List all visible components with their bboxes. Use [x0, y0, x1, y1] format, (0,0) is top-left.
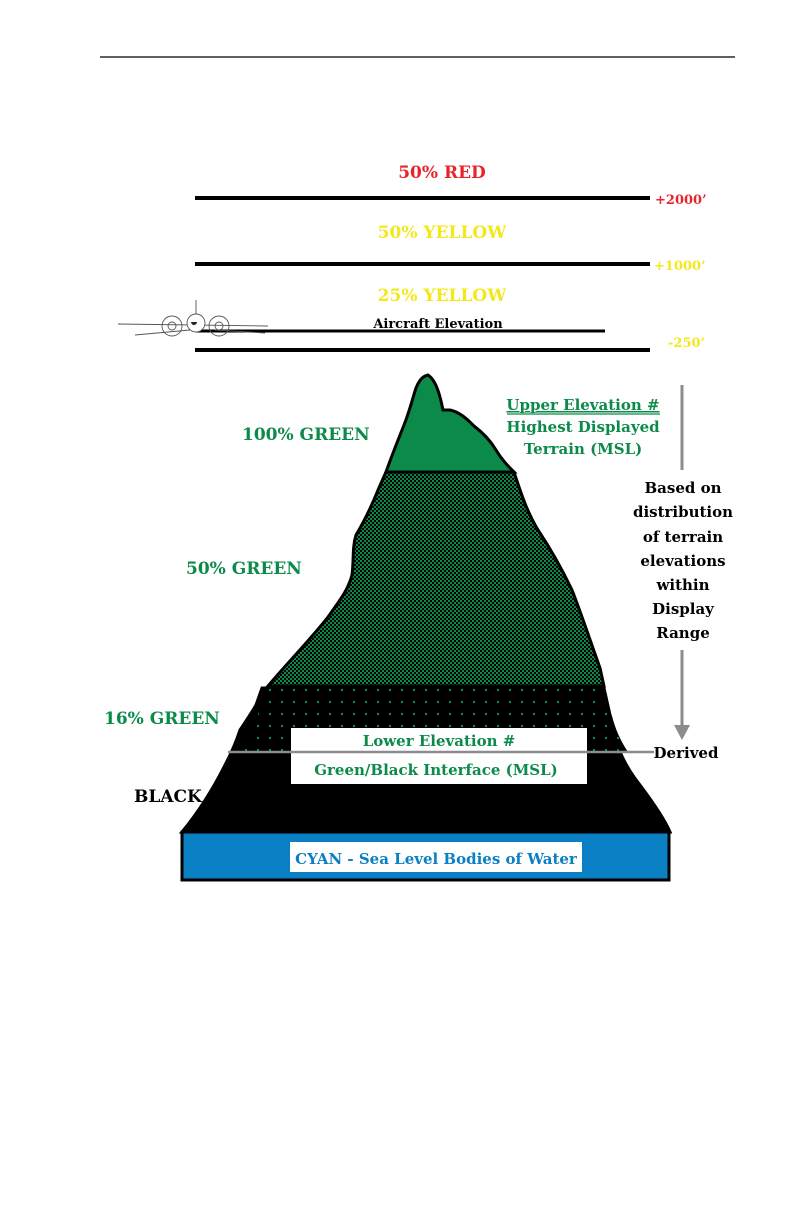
yellow25-zone-label: 25% YELLOW: [378, 286, 508, 306]
based-on-text: Based on distribution of terrain elevati…: [633, 479, 733, 642]
lower-elevation-box: [291, 728, 587, 784]
minus250-label: -250’: [668, 336, 705, 351]
range-arrow-head: [674, 725, 690, 740]
red-zone-label: 50% RED: [398, 163, 486, 183]
plus1000-label: +1000’: [654, 259, 706, 274]
derived-label: Derived: [654, 744, 719, 762]
green50-label: 50% GREEN: [186, 559, 302, 579]
yellow50-zone-label: 50% YELLOW: [378, 223, 508, 243]
based-on-line: Based on: [644, 479, 721, 497]
plus2000-label: +2000’: [655, 193, 707, 208]
upper-elevation-title: Upper Elevation #: [506, 396, 659, 414]
aircraft-elevation-label: Aircraft Elevation: [372, 317, 503, 332]
mountain-50-green-zone: [264, 470, 606, 688]
based-on-line: Display: [652, 600, 715, 618]
water-label-box: [290, 842, 582, 872]
water-label: CYAN - Sea Level Bodies of Water: [295, 850, 578, 868]
green100-label: 100% GREEN: [242, 425, 370, 445]
upper-elevation-line2: Highest Displayed: [506, 418, 660, 436]
based-on-line: Range: [656, 624, 709, 642]
lower-elevation-subtitle: Green/Black Interface (MSL): [314, 761, 558, 779]
based-on-line: within: [655, 576, 709, 594]
mountain-100-green-zone: [383, 373, 518, 474]
upper-elevation-line3: Terrain (MSL): [524, 440, 643, 458]
lower-elevation-title: Lower Elevation #: [363, 732, 516, 750]
aircraft-icon: [117, 300, 269, 337]
black-label: BLACK: [134, 787, 203, 807]
green16-label: 16% GREEN: [104, 709, 220, 729]
based-on-line: of terrain: [643, 528, 723, 546]
based-on-line: elevations: [640, 552, 725, 570]
based-on-line: distribution: [633, 503, 733, 521]
